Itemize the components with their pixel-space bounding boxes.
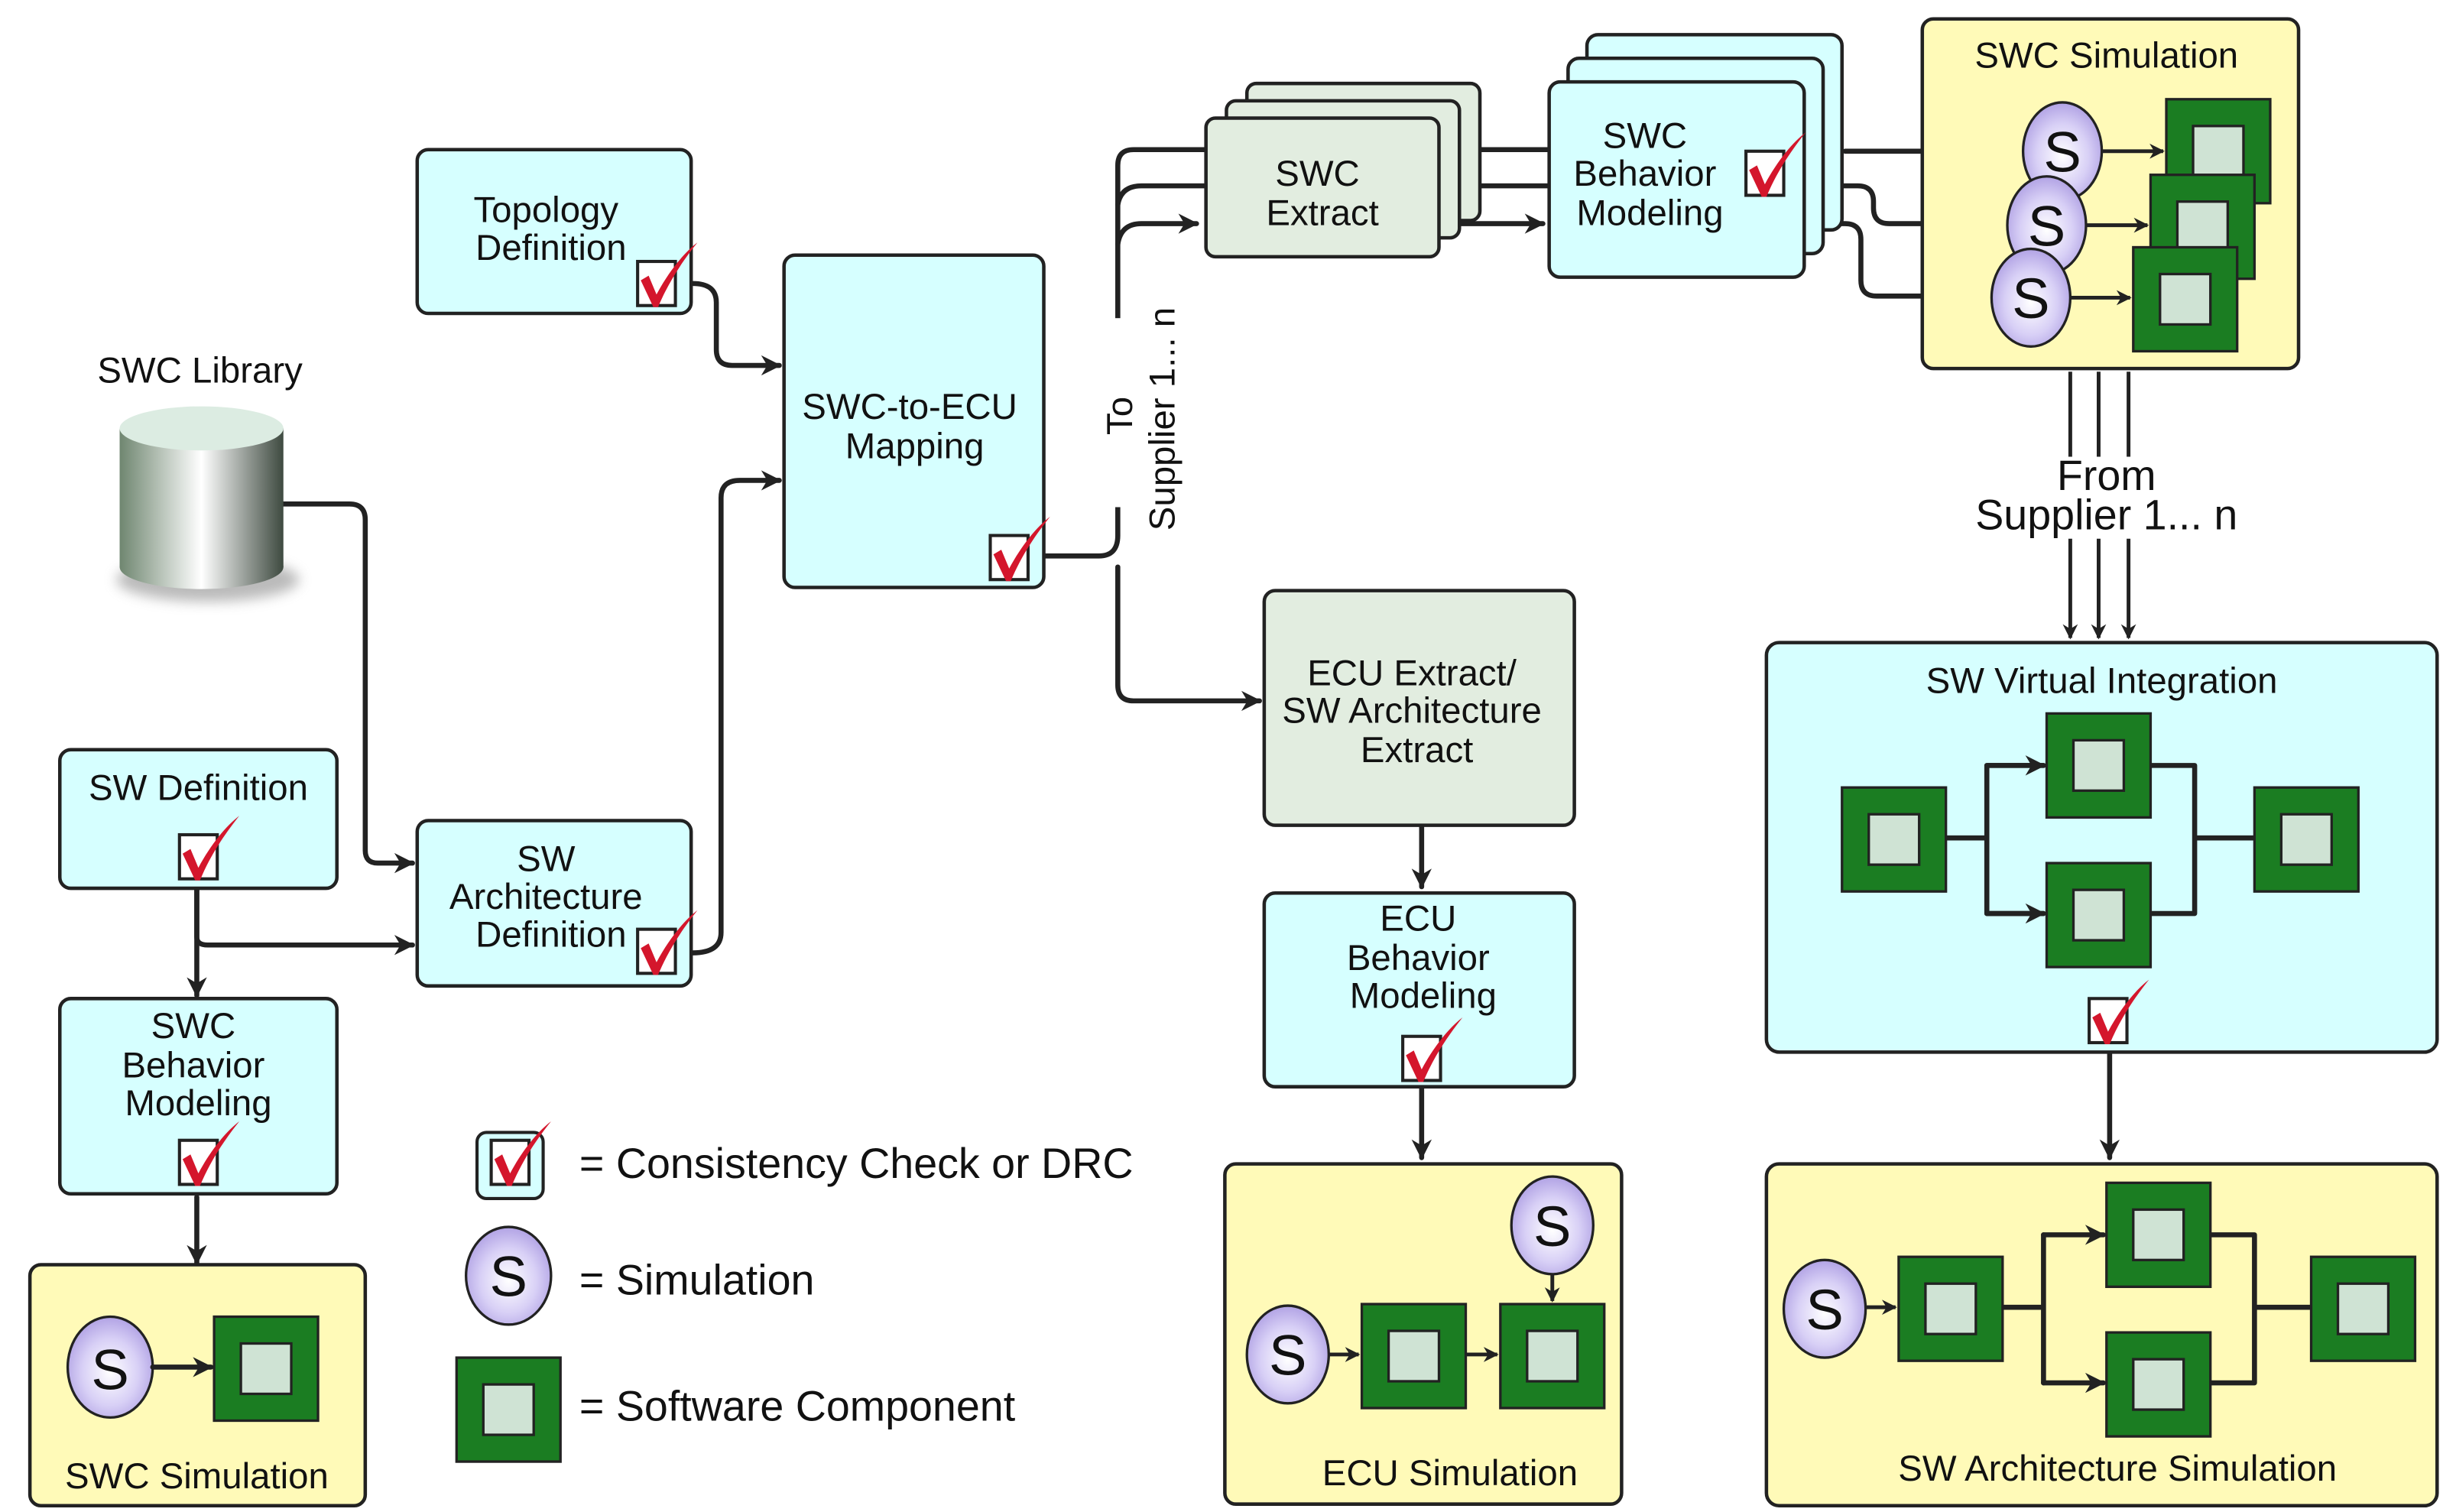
topology-label-1: Topology: [473, 190, 618, 231]
svg-text:SWC Behavior Model: SWC Behavior Modeling: [122, 1006, 274, 1124]
sw-virtual-integration-box[interactable]: SW Virtual Integration: [1764, 641, 2439, 1054]
svg-text:Topology Definition: Topology Definition: [473, 190, 628, 268]
software-component-icon: [213, 1315, 320, 1423]
swc-to-ecu-mapping-box[interactable]: SWC-to-ECU Mapping: [782, 253, 1050, 589]
to-supplier-label: [1101, 318, 1181, 508]
database-icon: [119, 406, 284, 589]
swc-bm-top-label-1: SWC: [1603, 116, 1688, 157]
from-supplier-line-1: From: [2057, 452, 2156, 499]
ecu-extract-label-3: Extract: [1361, 730, 1473, 771]
svg-text:SWC-to-ECU Mapping: SWC-to-ECU Mapping: [802, 387, 1027, 467]
sw-arch-def-label-3: Definition: [475, 914, 626, 955]
software-component-icon: [2045, 712, 2153, 819]
software-component-icon: [1499, 1303, 1606, 1410]
swc-bm-left-label-2: Behavior: [122, 1045, 264, 1085]
swc-simulation-top-box[interactable]: SWC Simulation S S S: [1920, 17, 2301, 371]
to-supplier-line-1: To: [1100, 397, 1140, 435]
software-component-icon: [2132, 245, 2239, 353]
simulation-letter: S: [1806, 1278, 1843, 1342]
to-supplier-line-2: Supplier 1... n: [1142, 307, 1183, 530]
swc-library-label: SWC Library: [97, 351, 303, 391]
sw-architecture-definition-box[interactable]: SW Architecture Definition: [415, 819, 698, 988]
topology-label-2: Definition: [475, 228, 626, 268]
topology-definition-box[interactable]: Topology Definition: [415, 148, 698, 316]
sw-architecture-simulation-box[interactable]: S SW Architecture Simulation: [1764, 1162, 2439, 1508]
ecu-bm-label-3: Modeling: [1350, 976, 1497, 1017]
simulation-letter: S: [2028, 194, 2065, 258]
mapping-label-1: SWC-to-ECU: [802, 387, 1017, 427]
sw-virtual-integration-label: SW Virtual Integration: [1926, 661, 2278, 702]
swc-bm-left-label-1: SWC: [151, 1006, 236, 1046]
sw-definition-box[interactable]: SW Definition: [57, 748, 339, 891]
ecu-bm-label-1: ECU: [1380, 899, 1456, 939]
software-component-icon: [2253, 786, 2360, 893]
from-supplier-label: From Supplier 1... n: [1961, 452, 2261, 539]
ecu-bm-label-2: Behavior: [1347, 938, 1490, 978]
ecu-extract-box[interactable]: ECU Extract/ SW Architecture Extract: [1262, 589, 1576, 827]
to-supplier-text: To Supplier 1... n: [1100, 307, 1183, 530]
simulation-letter: S: [490, 1245, 527, 1309]
sw-arch-def-label-1: SW: [517, 839, 576, 879]
legend-item-software-component: = Software Component: [455, 1356, 1016, 1463]
legend-label-simulation: = Simulation: [579, 1257, 815, 1304]
software-component-icon: [1897, 1255, 2004, 1362]
svg-text:ECU Extract/ SW Architec: ECU Extract/ SW Architecture Extract: [1282, 653, 1552, 771]
software-component-icon: [2309, 1255, 2417, 1362]
swc-simulation-left-label: SWC Simulation: [65, 1456, 329, 1497]
software-component-icon: [2045, 861, 2153, 969]
software-component-icon: [455, 1356, 562, 1463]
simulation-letter: S: [91, 1338, 128, 1401]
mapping-label-2: Mapping: [845, 427, 985, 467]
swc-simulation-left-box[interactable]: S SWC Simulation: [28, 1263, 368, 1508]
simulation-letter: S: [2012, 267, 2049, 330]
sw-arch-def-label-2: Architecture: [449, 877, 643, 917]
swc-behavior-modeling-left-box[interactable]: SWC Behavior Modeling: [57, 997, 339, 1196]
legend-label-check: = Consistency Check or DRC: [579, 1140, 1134, 1187]
swc-simulation-top-label: SWC Simulation: [1974, 36, 2238, 76]
ecu-behavior-modeling-box[interactable]: ECU Behavior Modeling: [1262, 891, 1576, 1089]
svg-text:SW Architecture De: SW Architecture Definition: [449, 839, 653, 955]
software-component-icon: [2105, 1331, 2212, 1438]
legend-label-software-component: = Software Component: [579, 1382, 1016, 1429]
swc-extract-stack[interactable]: SWC Extract: [1204, 81, 1482, 259]
legend: = Consistency Check or DRC S = Simulatio…: [455, 1121, 1134, 1463]
legend-item-consistency-check: = Consistency Check or DRC: [475, 1121, 1134, 1201]
simulation-letter: S: [1269, 1324, 1306, 1387]
software-component-icon: [1360, 1303, 1468, 1410]
swc-bm-top-label-2: Behavior: [1573, 154, 1716, 194]
simulation-letter: S: [1533, 1195, 1571, 1258]
svg-text:ECU Behavior Model: ECU Behavior Modeling: [1347, 899, 1500, 1017]
swc-bm-left-label-3: Modeling: [125, 1083, 271, 1124]
ecu-simulation-box[interactable]: S S ECU Simulation: [1223, 1162, 1624, 1506]
ecu-simulation-label: ECU Simulation: [1322, 1453, 1578, 1494]
simulation-icon: [464, 1225, 553, 1326]
swc-bm-top-label-3: Modeling: [1576, 193, 1723, 234]
sw-definition-label: SW Definition: [89, 768, 308, 809]
swc-behavior-modeling-top-stack[interactable]: SWC Behavior Modeling: [1547, 33, 1844, 279]
swc-extract-label-2: Extract: [1266, 193, 1378, 234]
legend-item-simulation: S = Simulation: [464, 1225, 815, 1326]
simulation-letter: S: [2043, 121, 2081, 184]
ecu-extract-label-1: ECU Extract/: [1307, 653, 1517, 693]
from-supplier-line-2: Supplier 1... n: [1975, 491, 2237, 538]
swc-extract-label-1: SWC: [1275, 154, 1360, 194]
swc-library: SWC Library: [97, 351, 303, 602]
ecu-extract-label-2: SW Architecture: [1282, 691, 1542, 732]
sw-architecture-simulation-label: SW Architecture Simulation: [1898, 1449, 2337, 1489]
svg-text:SWC Behavior Model: SWC Behavior Modeling: [1573, 116, 1726, 234]
svg-text:SWC Extract: SWC Extract: [1266, 154, 1378, 234]
software-component-icon: [1841, 786, 1948, 893]
software-component-icon: [2105, 1181, 2212, 1289]
